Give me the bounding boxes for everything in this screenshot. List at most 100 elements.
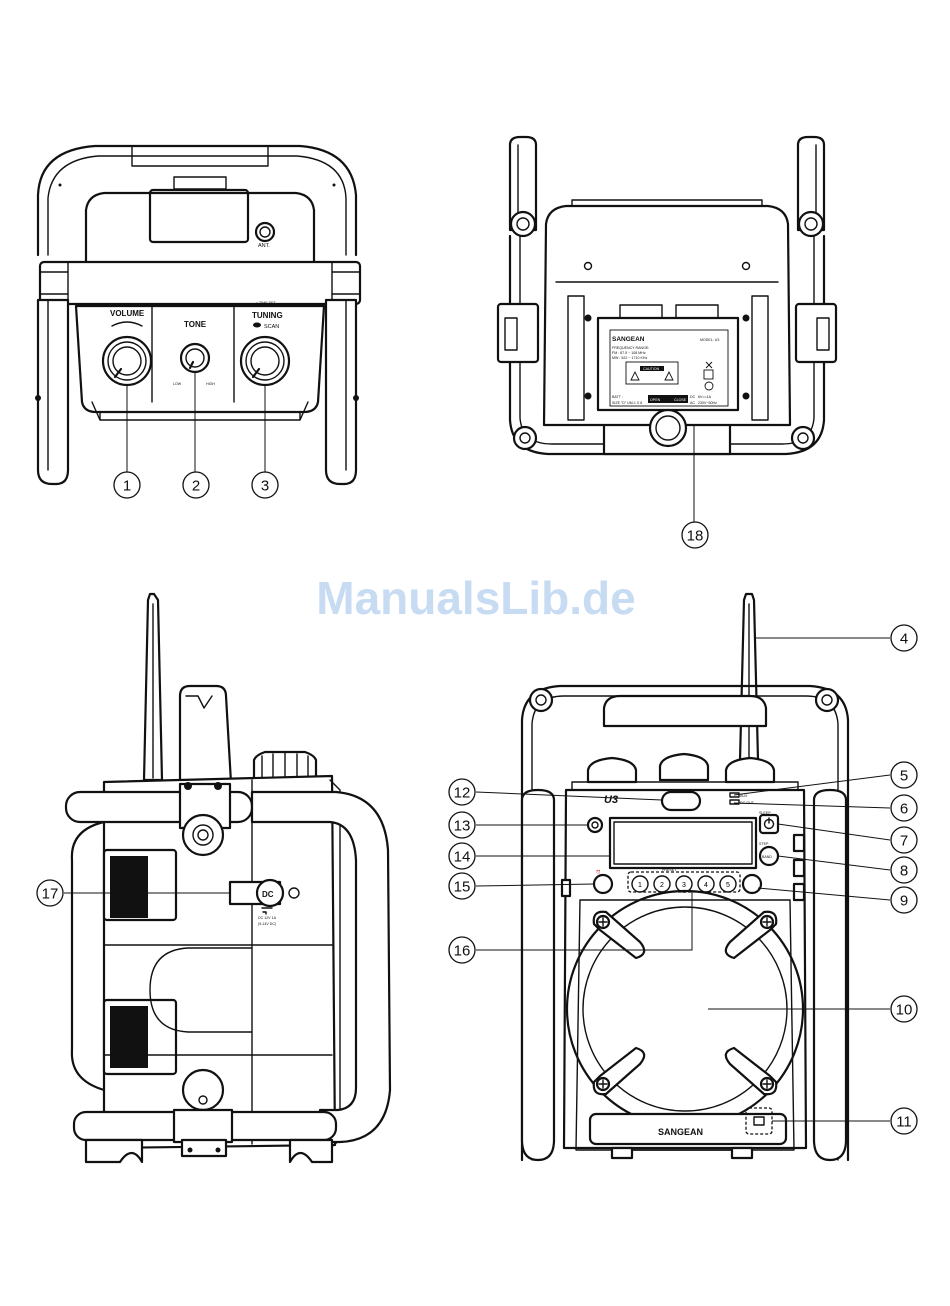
u3-logo: U3 xyxy=(604,794,618,806)
preset-buttons: 1 2 3 4 5 xyxy=(631,875,737,893)
callout-18: 18 xyxy=(681,521,709,549)
callout-number: 18 xyxy=(687,528,704,545)
rear-brand: SANGEAN xyxy=(612,336,645,343)
volume-label: VOLUME xyxy=(110,309,145,318)
freq-fm: FM : 87.5 ~ 108 MHz xyxy=(612,351,646,355)
callout-6: 6 xyxy=(890,794,918,822)
service-port xyxy=(753,1116,765,1126)
callout-number: 2 xyxy=(192,478,200,495)
tone-label: TONE xyxy=(184,320,207,329)
preset-label: PRESET xyxy=(662,868,677,872)
speaker-screw xyxy=(592,910,646,960)
preset-button-label: 2 xyxy=(660,882,664,889)
callout-number: 3 xyxy=(261,478,269,495)
power-button[interactable] xyxy=(758,813,780,835)
dc-jack-label: DC xyxy=(262,890,274,899)
callout-number: 11 xyxy=(896,1114,912,1131)
callout-number: 5 xyxy=(900,768,908,785)
callout-7: 7 xyxy=(890,826,918,854)
freq-mw: MW : 522 ~ 1710 KHz xyxy=(612,356,647,360)
svg-text:⏰: ⏰ xyxy=(596,869,601,874)
rating-ac: 230V~50Hz xyxy=(698,401,717,405)
band-label: BAND xyxy=(762,855,772,859)
sleep-label: SLEEP xyxy=(759,811,771,815)
front-top-view: ANT. VOLUME TONE < TIME SET TUNING SCAN xyxy=(35,144,362,486)
speaker-screw xyxy=(724,910,778,960)
callout-9: 9 xyxy=(890,886,918,914)
tone-low-label: LOW xyxy=(173,382,182,386)
rating-ac-label: AC xyxy=(690,401,695,405)
callout-12: 12 xyxy=(448,778,476,806)
close-label: CLOSE xyxy=(674,398,687,402)
callout-16: 16 xyxy=(448,936,476,964)
preset-button-label: 1 xyxy=(638,882,642,889)
callout-3: 3 xyxy=(251,471,279,499)
freq-title: FREQUENCY RANGE: xyxy=(612,346,649,350)
antenna-label: ANT. xyxy=(258,243,270,249)
preset-button-3[interactable]: 3 xyxy=(675,875,693,893)
callout-number: 15 xyxy=(454,879,471,896)
preset-button-label: 5 xyxy=(726,882,730,889)
battery-cover-lock[interactable] xyxy=(648,408,688,448)
caution-text: CAUTION xyxy=(643,367,660,371)
tuning-label: TUNING xyxy=(252,311,283,320)
preset-button-1[interactable]: 1 xyxy=(631,875,649,893)
tone-high-label: HIGH xyxy=(206,382,215,386)
aux-label: AUX xyxy=(740,794,748,798)
speaker-screw xyxy=(724,1046,778,1096)
band-button[interactable]: BAND xyxy=(758,845,780,867)
watermark: ManualsLib.de xyxy=(316,572,635,624)
callout-number: 12 xyxy=(454,785,471,802)
callout-14: 14 xyxy=(448,842,476,870)
callout-number: 1 xyxy=(123,478,131,495)
scan-label: SCAN xyxy=(264,324,279,330)
callout-number: 8 xyxy=(900,863,908,880)
open-label: OPEN xyxy=(650,398,661,402)
preset-button-4[interactable]: 4 xyxy=(697,875,715,893)
batt-size: SIZE "D" UM-1 X 6 xyxy=(612,401,642,405)
callout-11: 11 xyxy=(890,1107,918,1135)
rating-dc: 6V==1A xyxy=(698,395,712,399)
callout-number: 4 xyxy=(900,631,908,648)
preset-button-2[interactable]: 2 xyxy=(653,875,671,893)
callout-number: 14 xyxy=(454,849,471,866)
callout-number: 9 xyxy=(900,893,908,910)
callout-8: 8 xyxy=(890,856,918,884)
callout-number: 13 xyxy=(454,818,471,835)
front-view: U3 AUX DC OUT SLEEP STEP BAND PRESET xyxy=(475,592,891,1162)
callout-number: 10 xyxy=(896,1002,913,1019)
rating-dc-label: DC xyxy=(690,395,696,399)
callout-1: 1 xyxy=(113,471,141,499)
preset-button-label: 4 xyxy=(704,882,708,889)
callout-15: 15 xyxy=(448,872,476,900)
callout-5: 5 xyxy=(890,761,918,789)
speaker-screw xyxy=(592,1046,646,1096)
light-button[interactable] xyxy=(586,816,604,834)
rear-model: MODEL: U3 xyxy=(700,338,719,342)
callout-number: 16 xyxy=(454,943,471,960)
time-set-label: < TIME SET xyxy=(256,301,276,305)
front-brand: SANGEAN xyxy=(658,1127,703,1137)
dc-rating-2: (9-14V DC) xyxy=(258,922,276,926)
dc-rating-1: DC 12V 1A xyxy=(258,916,277,920)
backlight-indicator xyxy=(660,790,702,812)
side-view: DC DC 12V 1A (9-14V DC) xyxy=(64,592,392,1164)
callout-17: 17 xyxy=(36,879,64,907)
preset-button-5[interactable]: 5 xyxy=(719,875,737,893)
batt-label: BATT : xyxy=(612,395,623,399)
callout-2: 2 xyxy=(182,471,210,499)
callout-number: 17 xyxy=(42,886,59,903)
callout-number: 6 xyxy=(900,801,908,818)
lcd-display xyxy=(608,816,758,870)
callout-13: 13 xyxy=(448,811,476,839)
alarm-2-button[interactable] xyxy=(741,873,763,895)
preset-button-label: 3 xyxy=(682,882,686,889)
callout-10: 10 xyxy=(890,995,918,1023)
callout-number: 7 xyxy=(900,833,908,850)
step-label: STEP xyxy=(759,842,769,846)
rear-view: SANGEAN MODEL: U3 FREQUENCY RANGE: FM : … xyxy=(496,135,838,522)
callout-4: 4 xyxy=(890,624,918,652)
